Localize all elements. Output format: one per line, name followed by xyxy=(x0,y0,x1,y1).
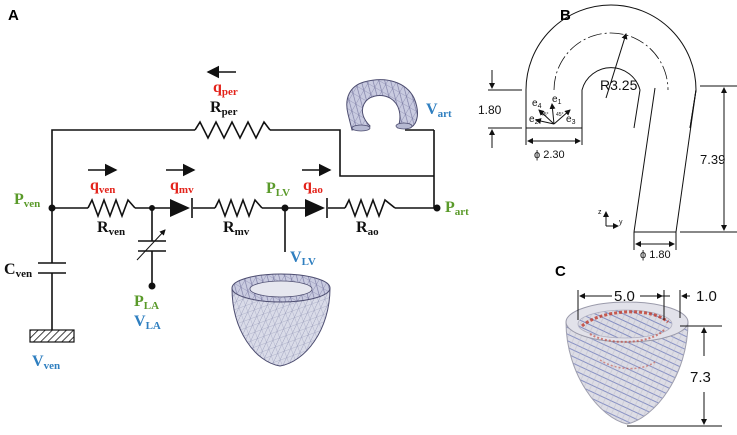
diode-ao xyxy=(305,198,328,218)
label-q-ao: qao xyxy=(303,177,323,196)
dim-height-left: 1.80 xyxy=(478,103,502,117)
dim-ventricle-height: 7.3 xyxy=(690,369,711,386)
aorta-outlet xyxy=(395,122,413,130)
dim-ventricle-width: 5.0 xyxy=(614,288,635,305)
label-p-art: Part xyxy=(445,199,469,218)
node-p-art xyxy=(433,204,441,212)
dim-diameter-top: ϕ 2.30 xyxy=(534,149,565,161)
node-p-la xyxy=(148,282,156,290)
panel-c-label: C xyxy=(555,263,566,280)
ground-symbol xyxy=(29,329,75,343)
node-p-ven xyxy=(48,204,56,212)
dim-diameter-bottom: ϕ 1.80 xyxy=(640,249,671,261)
label-p-ven: Pven xyxy=(14,191,40,210)
angle-label-2: 45° xyxy=(556,112,564,118)
label-q-mv: qmv xyxy=(170,177,194,196)
ventricle-cavity xyxy=(249,280,313,298)
label-r-ven: Rven xyxy=(97,219,125,238)
panel-b-label: B xyxy=(560,7,571,24)
diode-mv xyxy=(170,198,193,218)
ventricle-dimension-lines xyxy=(577,290,722,427)
label-v-art: Vart xyxy=(426,101,452,120)
label-q-per: qper xyxy=(213,79,238,98)
ventricle-fiber-model xyxy=(565,301,689,425)
label-p-lv: PLV xyxy=(266,180,290,199)
label-v-ven: Vven xyxy=(32,353,60,372)
label-r-ao: Rao xyxy=(356,219,379,238)
axis-z-label: z xyxy=(598,209,602,216)
variable-capacitor-la xyxy=(136,229,166,262)
circuit-wires xyxy=(51,129,437,330)
dim-radius: R3.25 xyxy=(600,77,638,93)
dim-length: 7.39 xyxy=(700,152,725,167)
node-la xyxy=(149,205,155,211)
label-v-la: VLA xyxy=(134,313,161,332)
aorta-drawing xyxy=(488,4,737,250)
label-q-ven: qven xyxy=(90,177,115,196)
aorta-mesh xyxy=(346,79,418,131)
basis-e1: e1 xyxy=(552,94,562,106)
panel-a-label: A xyxy=(8,7,19,24)
capacitor-ven xyxy=(38,262,66,274)
dim-wall-thickness: 1.0 xyxy=(696,288,717,305)
aorta-inlet xyxy=(351,124,371,132)
label-v-lv: VLV xyxy=(290,249,316,268)
resistor-per xyxy=(194,120,271,140)
resistor-ven xyxy=(87,197,136,219)
ventricle-mesh xyxy=(231,287,331,367)
label-c-ven: Cven xyxy=(4,261,32,280)
axis-y-label: y xyxy=(619,219,623,226)
basis-e2: e2 xyxy=(529,114,539,126)
resistor-mv xyxy=(214,197,263,219)
label-r-mv: Rmv xyxy=(223,219,250,238)
angle-label-1: 45° xyxy=(541,112,549,118)
label-p-la: PLA xyxy=(134,293,159,312)
resistor-ao xyxy=(344,197,396,219)
node-p-lv xyxy=(281,204,289,212)
basis-e4: e4 xyxy=(532,98,542,110)
label-r-per: Rper xyxy=(210,99,238,118)
basis-e3: e3 xyxy=(566,114,576,126)
